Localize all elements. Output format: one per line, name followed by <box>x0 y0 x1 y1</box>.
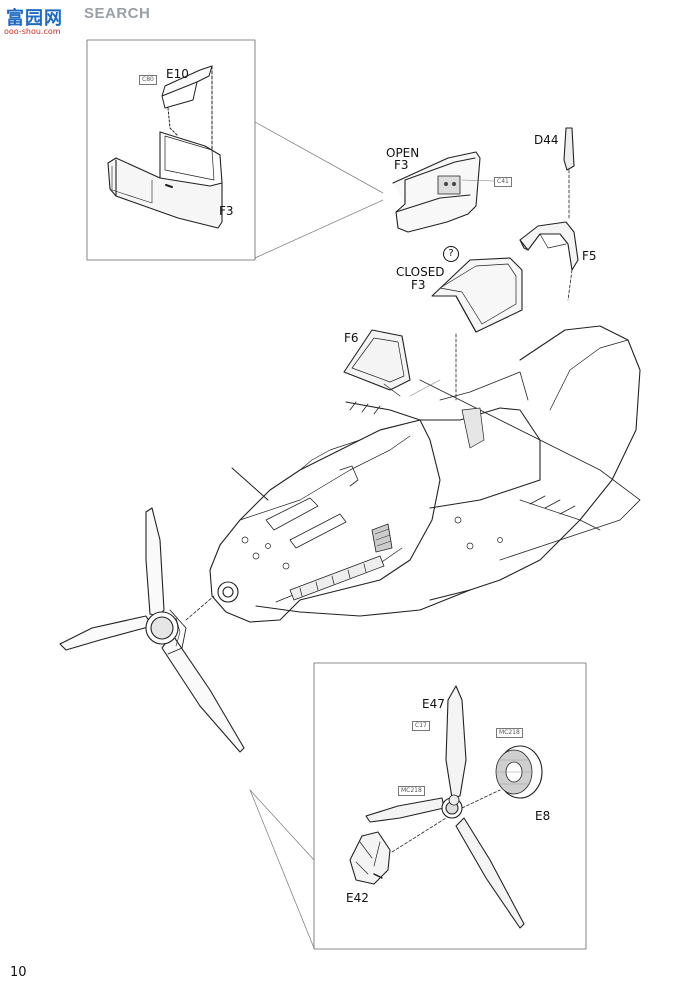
propeller-main <box>59 507 245 753</box>
part-f6-windscreen <box>343 329 441 397</box>
label-closed-part: F3 <box>411 278 426 292</box>
part-e8-backplate <box>495 745 543 799</box>
aircraft-fuselage <box>209 325 641 623</box>
label-e47: E47 <box>422 697 445 711</box>
part-f3-seat-detail <box>107 131 223 229</box>
part-f3-open-frame <box>392 151 495 233</box>
color-tag-mc218-backplate: MC218 <box>496 728 523 738</box>
detail-callout-line <box>254 199 384 259</box>
label-f5: F5 <box>582 249 597 263</box>
color-tag-c80: C80 <box>139 75 157 85</box>
watermark-url: ooo-shou.com <box>4 27 61 36</box>
label-e42: E42 <box>346 891 369 905</box>
part-f3-closed-canopy <box>431 257 523 401</box>
detail-callout-line <box>249 789 315 949</box>
label-f3-detail: F3 <box>219 204 234 218</box>
label-d44: D44 <box>534 133 559 147</box>
detail-callout-line <box>249 789 315 861</box>
color-tag-mc218-hub: MC218 <box>398 786 425 796</box>
watermark-site-cn: 富园网 <box>6 8 63 29</box>
label-closed-title: CLOSED <box>396 265 445 279</box>
label-e10: E10 <box>166 67 189 81</box>
part-d44-antenna <box>563 127 575 219</box>
color-tag-c41: C41 <box>494 177 512 187</box>
label-open-part: F3 <box>394 158 409 172</box>
part-f5-rear-canopy <box>519 221 579 301</box>
detail-box-propeller <box>313 662 587 950</box>
question-icon: ? <box>443 246 459 262</box>
label-open-title: OPEN <box>386 146 420 160</box>
part-e42-spinner <box>349 817 447 885</box>
detail-callout-line <box>254 121 384 194</box>
page-number: 10 <box>10 965 27 980</box>
part-e10-headrest <box>161 65 213 151</box>
label-e8: E8 <box>535 809 551 823</box>
watermark-site-en: SEARCH <box>84 5 151 22</box>
part-e47-blades <box>365 685 525 929</box>
detail-box-seat <box>86 39 256 261</box>
label-f6: F6 <box>344 331 359 345</box>
color-tag-c17: C17 <box>412 721 430 731</box>
